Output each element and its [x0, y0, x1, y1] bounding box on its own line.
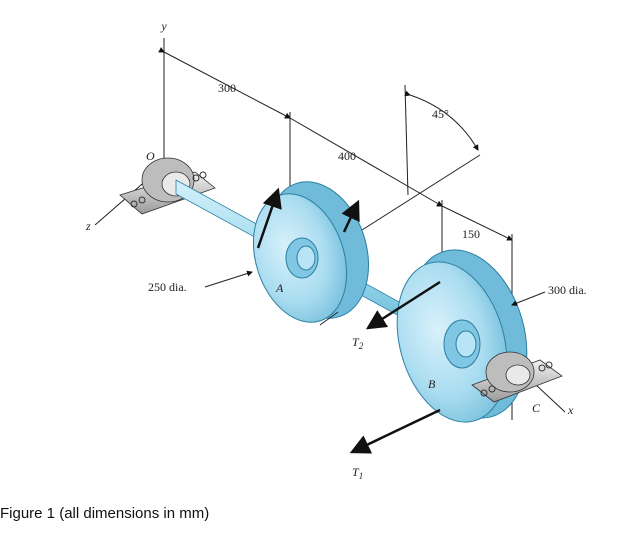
pulley-b: [396, 249, 528, 423]
label-t1: T1: [352, 465, 363, 481]
label-dim-150: 150: [462, 227, 480, 241]
force-a-up-left: [256, 187, 282, 249]
angle-ref-line-2: [404, 84, 409, 196]
force-a-up-right: [341, 199, 360, 233]
label-dia-b: 300 dia.: [548, 283, 587, 297]
label-point-a: A: [275, 281, 284, 295]
label-z-axis: z: [85, 219, 91, 233]
label-dim-400: 400: [338, 149, 356, 163]
pulley-a: [252, 181, 370, 323]
force-t1: [349, 408, 441, 454]
angle-arc: [404, 90, 479, 151]
label-y-axis: y: [160, 19, 167, 33]
label-t2-symbol: T: [352, 335, 360, 349]
label-x-axis: x: [567, 403, 574, 417]
leader-300: [511, 291, 546, 306]
dim-150-line: [436, 201, 513, 241]
leader-250: [204, 270, 253, 288]
label-angle: 45°: [432, 107, 449, 121]
dim-400-line: [284, 112, 443, 207]
label-dim-300: 300: [218, 81, 236, 95]
t2-leader: [319, 311, 339, 326]
dim-300-line: [158, 47, 291, 119]
force-t2: [365, 280, 441, 330]
label-dia-a: 250 dia.: [148, 280, 187, 294]
figure-caption: Figure 1 (all dimensions in mm): [0, 505, 210, 522]
label-point-b: B: [428, 377, 436, 391]
label-t1-subscript: 1: [359, 471, 364, 481]
label-t2: T2: [352, 335, 364, 351]
bearing-c: [471, 351, 563, 403]
label-point-c: C: [532, 401, 541, 415]
label-point-o: O: [146, 149, 155, 163]
label-t2-subscript: 2: [359, 341, 364, 351]
label-t1-symbol: T: [352, 465, 360, 479]
angle-ref-line: [361, 154, 481, 231]
